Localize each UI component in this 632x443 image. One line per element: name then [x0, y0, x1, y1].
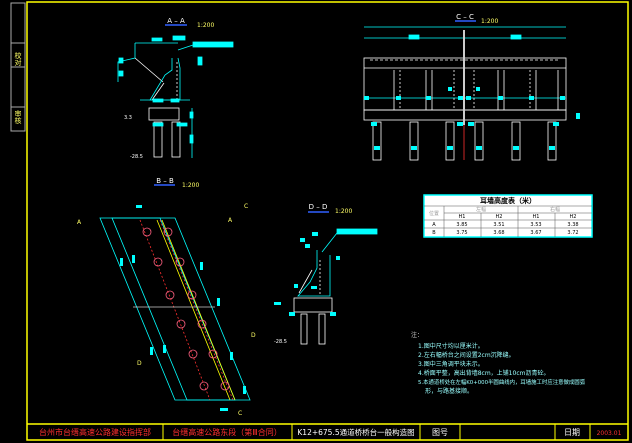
date-value: 2003.01: [597, 430, 622, 437]
view-dd-elev-bot: -28.5: [274, 339, 287, 345]
table-cell: 3.72: [567, 230, 578, 236]
table-cell: 3.75: [456, 230, 467, 236]
table-cell: 3.38: [567, 222, 578, 228]
marker-a-left: A: [77, 219, 82, 226]
title-block-dividers: [162, 424, 591, 440]
table-group-right: 右幅: [550, 206, 560, 213]
view-cc-label: C – C: [456, 13, 474, 21]
marker-c-top: C: [244, 203, 248, 210]
view-dd-scale: 1:200: [335, 208, 352, 215]
height-table: [423, 194, 593, 238]
view-aa: [117, 24, 234, 158]
project-name: 台缙高速公路东段（第Ⅲ合同）: [172, 427, 282, 437]
table-cell: 3.68: [493, 230, 504, 236]
side-label-review: 审核: [14, 109, 22, 125]
marker-d-left: D: [137, 360, 142, 367]
note-item: 形，与路基接顺。: [425, 387, 473, 395]
table-title: 耳墙高度表（米）: [480, 196, 536, 205]
table-sub-header: H2: [496, 214, 503, 220]
view-dd-label: D – D: [309, 203, 328, 211]
table-row: A 3.85 3.51 3.53 3.38: [432, 222, 578, 228]
date-label: 日期: [564, 428, 580, 437]
view-dd: [274, 211, 378, 345]
view-bb-label: B – B: [156, 177, 174, 185]
table-group-left: 左幅: [476, 206, 486, 213]
view-bb-scale: 1:200: [182, 182, 199, 189]
drawing-title: K12+675.5通道桥桥台一般构造图: [297, 427, 414, 437]
note-item: 2.左右幅桥台之间设置2cm沉降缝。: [418, 351, 515, 359]
table-cell: 3.67: [530, 230, 541, 236]
view-aa-scale: 1:200: [197, 22, 214, 29]
drawing-no-label: 图号: [432, 428, 448, 437]
table-sub-header: H1: [533, 214, 540, 220]
table-row: B 3.75 3.68 3.67 3.72: [432, 230, 578, 236]
view-cc: [363, 20, 580, 161]
notes: 注： 1.图中尺寸均以厘米计。 2.左右幅桥台之间设置2cm沉降缝。 3.图中三…: [411, 331, 586, 395]
side-label-check: 校对: [14, 51, 22, 66]
marker-a-right: A: [228, 217, 233, 224]
side-strip: [10, 2, 26, 132]
view-cc-scale: 1:200: [481, 18, 498, 25]
note-item: 1.图中尺寸均以厘米计。: [418, 342, 484, 350]
table-cell: B: [432, 230, 436, 236]
view-aa-elev-bot: -28.5: [130, 154, 143, 160]
note-item: 5.本通道桥处在左幅K0+000半圆曲线内，耳墙施工时应注意做成圆弧: [418, 378, 586, 386]
table-cell: 3.85: [456, 222, 467, 228]
marker-c-bottom: C: [238, 410, 242, 417]
table-cell: 3.51: [493, 222, 504, 228]
drawing-frame: [26, 1, 629, 441]
table-cell: A: [432, 222, 436, 228]
view-aa-elev-top: 3.3: [124, 115, 132, 121]
view-aa-label: A – A: [167, 17, 185, 25]
view-bb: [99, 184, 251, 411]
marker-d-right: D: [251, 332, 256, 339]
notes-heading: 注：: [411, 331, 423, 339]
note-item: 3.图中三角调平块未示。: [418, 360, 484, 368]
table-sub-header: H2: [570, 214, 577, 220]
table-cell: 3.53: [530, 222, 541, 228]
table-sub-header: H1: [459, 214, 466, 220]
table-corner: 位置: [429, 210, 439, 217]
note-item: 4.桥面平整，高出背墙8cm，上铺10cm沥青砼。: [418, 369, 549, 377]
owner-name: 台州市台缙高速公路建设指挥部: [39, 427, 151, 437]
